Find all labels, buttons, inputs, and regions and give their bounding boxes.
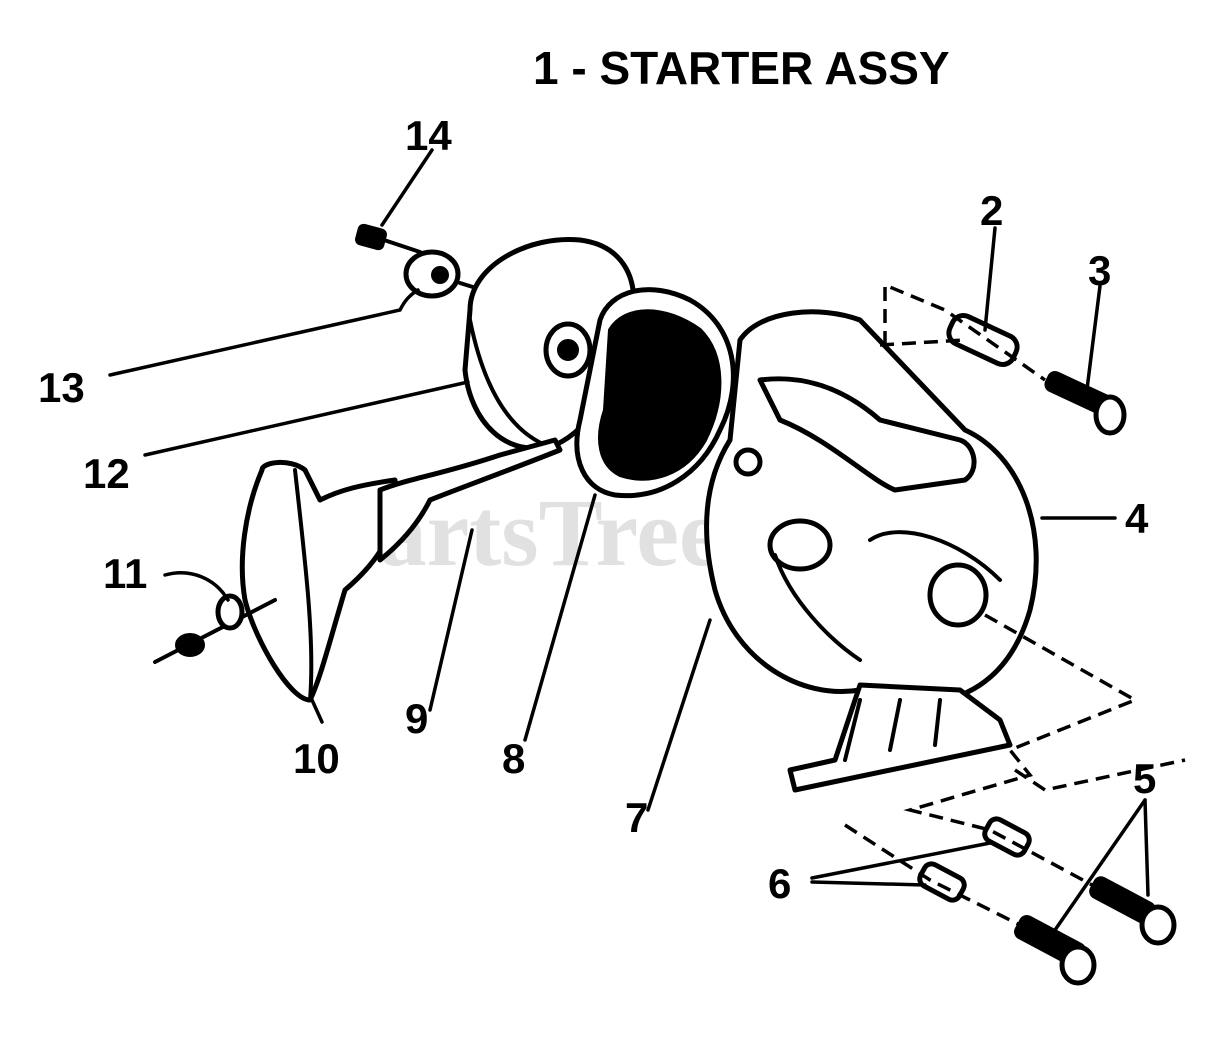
callout-8: 8 [502, 735, 525, 782]
part-spring-8 [574, 287, 736, 499]
callout-7: 7 [625, 794, 648, 841]
part-bolt-3 [1044, 371, 1127, 436]
callout-4: 4 [1125, 495, 1149, 542]
callout-3: 3 [1088, 247, 1111, 294]
callout-2: 2 [980, 187, 1003, 234]
assembly-lines [844, 282, 1186, 942]
callout-6: 6 [768, 860, 791, 907]
callout-10: 10 [293, 735, 340, 782]
part-bolts-5 [1014, 876, 1177, 986]
callout-11: 11 [103, 550, 147, 597]
callout-14: 14 [405, 112, 452, 159]
part-housing-4 [704, 309, 1039, 793]
part-handle-10 [239, 460, 399, 703]
callout-12: 12 [83, 450, 130, 497]
diagram-title: 1 - STARTER ASSY [533, 42, 950, 94]
part-pin-11 [153, 593, 277, 664]
part-rope-9 [377, 437, 563, 563]
callout-5: 5 [1133, 755, 1156, 802]
callout-13: 13 [38, 364, 85, 411]
callout-9: 9 [405, 695, 428, 742]
part-spacer-2 [946, 313, 1020, 367]
part-spacers-6 [917, 816, 1032, 903]
leader-lines [108, 148, 1150, 932]
part-screw-14 [355, 223, 422, 254]
